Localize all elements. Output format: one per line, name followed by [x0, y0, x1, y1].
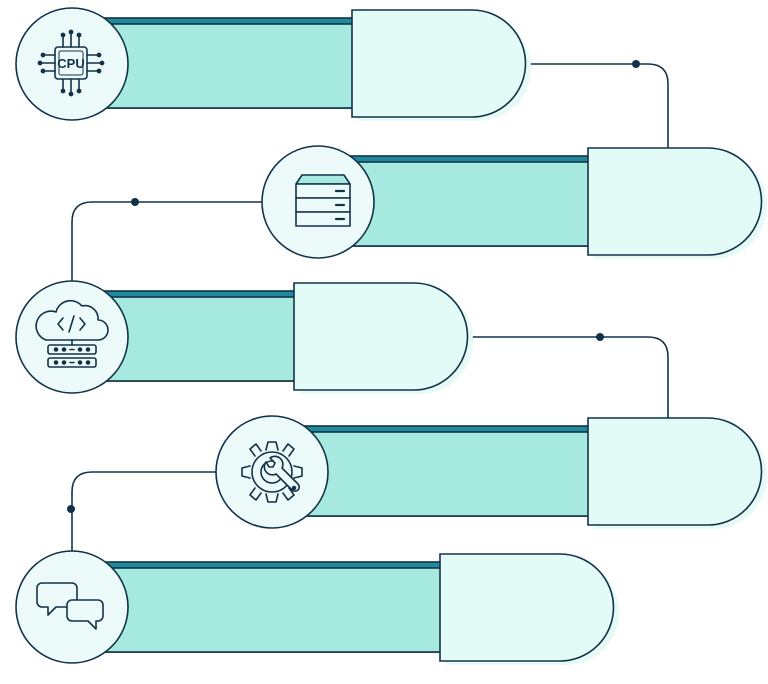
connector-dot: [131, 198, 139, 206]
step-5-bar: [105, 567, 446, 653]
step-2-bar: [350, 161, 596, 247]
connector-1-2: [524, 63, 669, 148]
cpu-chip-icon: [37, 29, 105, 97]
chat-bubbles-icon: [36, 582, 104, 630]
connector-2-3: [71, 201, 262, 282]
step-3-end-cap: [293, 282, 469, 391]
step-3-bar: [105, 296, 301, 382]
step-4-end-cap: [587, 417, 763, 526]
step-1-end-cap: [351, 9, 527, 118]
connectors: [71, 63, 669, 552]
connector-dot: [632, 60, 640, 68]
step-5: [15, 550, 619, 665]
step-1: CPU: [15, 7, 531, 121]
connector-dots: [67, 60, 640, 513]
step-1-icon-ring: [15, 7, 129, 121]
connector-dot: [67, 505, 75, 513]
connector-3-4: [466, 336, 669, 418]
gear-wrench-icon: [241, 441, 303, 503]
cpu-label: CPU: [57, 56, 84, 71]
step-2-end-cap: [587, 147, 763, 256]
step-5-end-cap: [439, 553, 615, 662]
step-1-bar: [105, 23, 361, 109]
step-3: [15, 280, 473, 394]
step-2: [261, 145, 767, 259]
step-4: [215, 415, 767, 529]
cloud-code-server-icon: [35, 299, 109, 368]
connector-4-5: [71, 471, 216, 552]
connector-dot: [596, 333, 604, 341]
step-4-bar: [305, 431, 596, 517]
server-rack-icon: [295, 174, 351, 227]
